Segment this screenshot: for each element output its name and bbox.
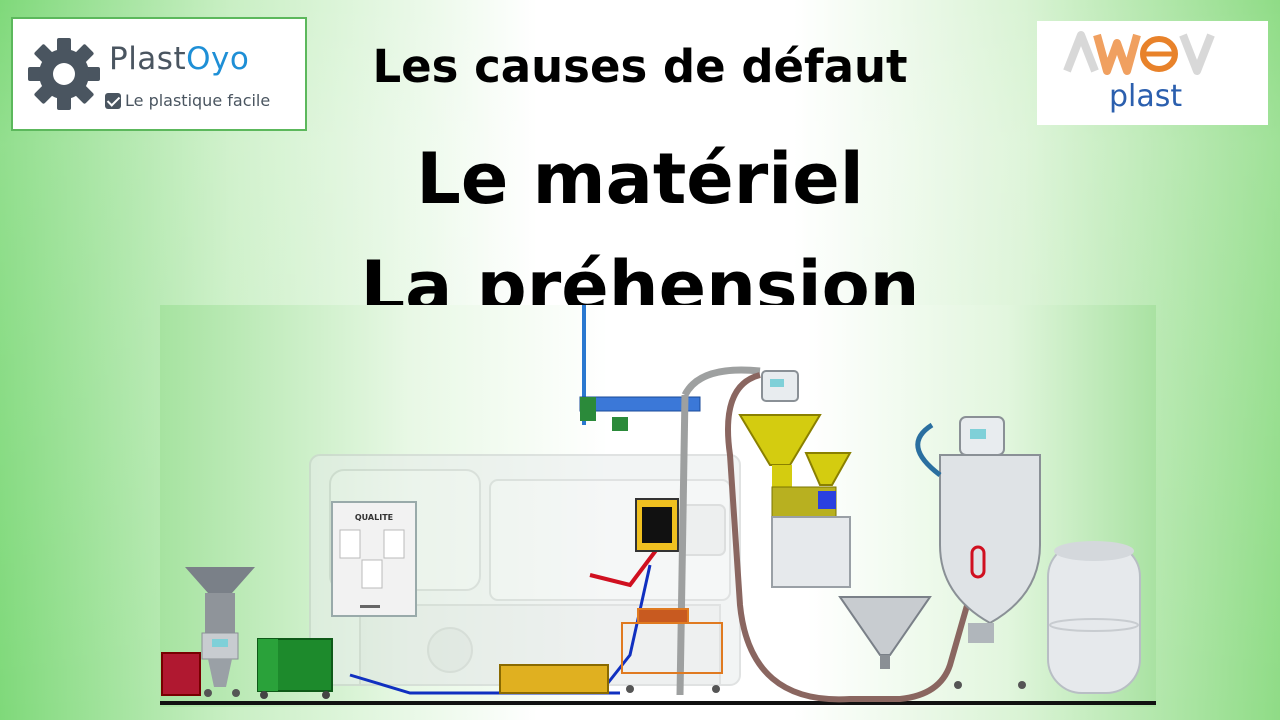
tagline: Le plastique facile bbox=[105, 91, 270, 110]
dryer bbox=[915, 416, 1041, 689]
production-line-drawing: QUALITE bbox=[160, 305, 1156, 705]
production-line-illustration: QUALITE bbox=[160, 305, 1156, 707]
plastic-barrel bbox=[1047, 541, 1141, 694]
checkbox-icon bbox=[105, 92, 121, 109]
awev-plast-logo: plast bbox=[1037, 21, 1268, 125]
grey-conveyor bbox=[676, 366, 761, 696]
gear-icon bbox=[28, 38, 100, 110]
funnel-hopper bbox=[838, 596, 932, 669]
floor-line bbox=[160, 701, 1156, 705]
orange-cart bbox=[621, 608, 723, 693]
brand-part2: Oyo bbox=[186, 41, 250, 77]
material-hose bbox=[725, 372, 973, 703]
granulator bbox=[185, 567, 255, 697]
red-bin bbox=[161, 652, 201, 696]
awev-wordmark-graphic bbox=[1063, 31, 1215, 75]
tagline-text: Le plastique facile bbox=[125, 91, 271, 110]
logo-plast-text: plast bbox=[1109, 79, 1183, 114]
title-line-1: Le matériel bbox=[416, 138, 864, 220]
quality-label: QUALITE bbox=[355, 513, 393, 522]
yellow-tray bbox=[499, 664, 609, 694]
brand-name: PlastOyo bbox=[109, 41, 249, 77]
subtitle: Les causes de défaut bbox=[372, 40, 908, 93]
plastoyo-logo: PlastOyo Le plastique facile bbox=[11, 17, 307, 131]
green-container bbox=[257, 638, 333, 699]
quality-cabinet: QUALITE bbox=[331, 501, 417, 617]
dosing-unit bbox=[738, 370, 852, 588]
robot-picker bbox=[579, 396, 701, 552]
brand-part1: Plast bbox=[109, 41, 187, 77]
